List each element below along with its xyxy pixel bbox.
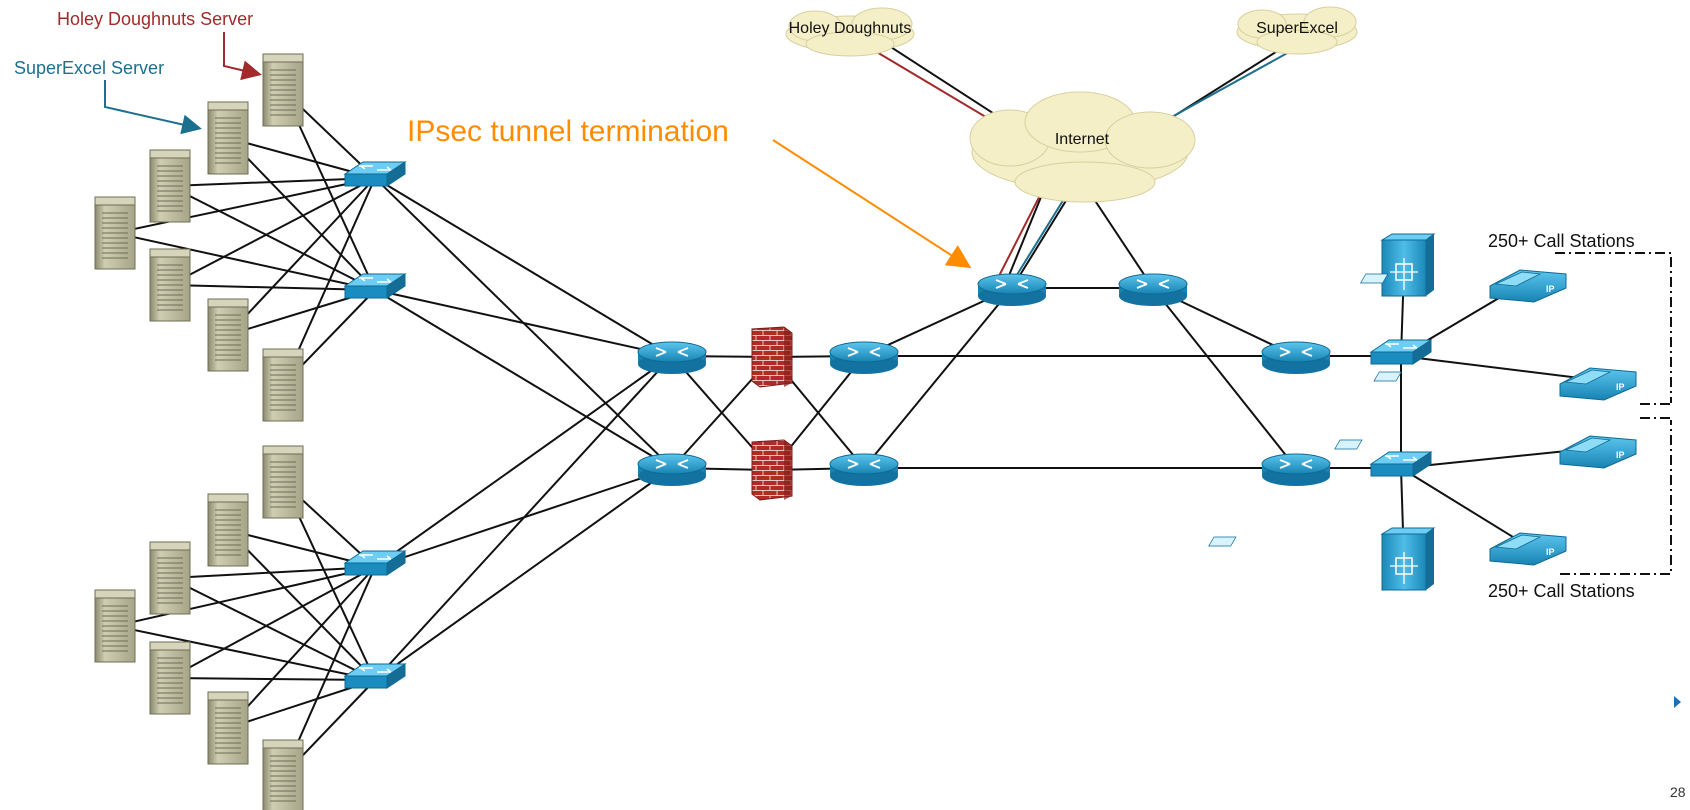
link-line bbox=[169, 177, 376, 187]
link-line bbox=[169, 284, 376, 291]
server-icon bbox=[94, 196, 136, 270]
cloud-icon bbox=[1236, 6, 1358, 55]
switch-icon bbox=[343, 550, 407, 576]
phone-ip-badge: IP bbox=[1546, 547, 1555, 557]
ip-phone-icon: IP bbox=[1208, 532, 1567, 566]
ip-phone-group: IP IP IP IP bbox=[1208, 269, 1637, 566]
router-icon bbox=[1261, 453, 1331, 486]
link-line bbox=[374, 289, 673, 357]
firewall-group bbox=[751, 326, 793, 501]
ipsec-label: IPsec tunnel termination bbox=[407, 115, 729, 148]
cloud-internet-label: Internet bbox=[1055, 131, 1110, 148]
ip-phone-icon: IP bbox=[1359, 269, 1567, 303]
server-group bbox=[94, 53, 304, 810]
server-icon bbox=[262, 348, 304, 422]
router-icon bbox=[637, 453, 707, 486]
link-line bbox=[169, 566, 376, 679]
link-line bbox=[863, 287, 1013, 469]
router-icon bbox=[1261, 341, 1331, 374]
link-line bbox=[114, 232, 376, 291]
link-line bbox=[374, 355, 673, 568]
server-icon bbox=[262, 53, 304, 127]
ip-phone-icon: IP bbox=[1373, 367, 1637, 401]
cloud-icon bbox=[785, 7, 915, 57]
server-icon bbox=[207, 101, 249, 175]
cloud-holey-doughnuts: Holey Doughnuts bbox=[785, 7, 915, 57]
link-line bbox=[169, 677, 376, 681]
link-line bbox=[169, 577, 376, 681]
superexcel-server-arrow bbox=[104, 80, 202, 135]
router-group bbox=[637, 273, 1331, 486]
link-line bbox=[374, 177, 673, 357]
cloud-icon bbox=[969, 91, 1196, 203]
superexcel-server-label: SuperExcel Server bbox=[14, 58, 164, 78]
switch-icon bbox=[343, 663, 407, 689]
link-line bbox=[227, 177, 376, 336]
link-line bbox=[114, 625, 376, 681]
cloud-internet: Internet bbox=[969, 91, 1196, 203]
link-line bbox=[169, 177, 376, 286]
bullet-arrow-icon bbox=[1674, 696, 1681, 708]
link-line bbox=[114, 566, 376, 627]
server-icon bbox=[207, 298, 249, 372]
router-icon bbox=[829, 341, 899, 374]
link-line bbox=[374, 289, 673, 469]
link-line bbox=[227, 566, 376, 729]
switch-icon bbox=[1369, 339, 1433, 365]
call-station-brackets bbox=[1555, 252, 1672, 575]
switch-group bbox=[343, 161, 1433, 689]
server-icon bbox=[262, 445, 304, 519]
superexcel-server-callout: SuperExcel Server bbox=[14, 58, 202, 135]
link-line bbox=[227, 529, 376, 681]
link-line bbox=[114, 177, 376, 234]
link-line bbox=[1400, 355, 1597, 381]
router-icon bbox=[977, 273, 1047, 306]
page-number: 28 bbox=[1670, 784, 1686, 800]
cloud-superexcel-label: SuperExcel bbox=[1256, 20, 1338, 37]
cloud-holey-label: Holey Doughnuts bbox=[789, 20, 912, 37]
server-icon bbox=[207, 493, 249, 567]
server-icon bbox=[149, 149, 191, 223]
holey-server-arrow bbox=[223, 32, 262, 81]
link-line bbox=[169, 185, 376, 291]
link-line bbox=[1400, 467, 1527, 546]
firewall-icon bbox=[751, 439, 793, 501]
call-manager-group bbox=[1380, 233, 1436, 591]
link-line bbox=[227, 137, 376, 291]
server-icon bbox=[149, 248, 191, 322]
phone-ip-badge: IP bbox=[1616, 382, 1625, 392]
ipsec-callout: IPsec tunnel termination bbox=[407, 115, 972, 269]
holey-server-callout: Holey Doughnuts Server bbox=[57, 9, 262, 81]
server-icon bbox=[262, 739, 304, 810]
call-stations-top-label: 250+ Call Stations bbox=[1488, 231, 1635, 251]
call-manager-icon bbox=[1380, 527, 1436, 591]
server-icon bbox=[149, 541, 191, 615]
call-manager-icon bbox=[1380, 233, 1436, 297]
holey-server-label: Holey Doughnuts Server bbox=[57, 9, 253, 29]
server-icon bbox=[149, 641, 191, 715]
ipsec-arrow bbox=[772, 139, 972, 269]
router-icon bbox=[829, 453, 899, 486]
router-icon bbox=[1118, 273, 1188, 306]
network-links bbox=[114, 39, 1597, 777]
cloud-superexcel: SuperExcel bbox=[1236, 6, 1358, 55]
switch-icon bbox=[343, 273, 407, 299]
phone-ip-badge: IP bbox=[1546, 284, 1555, 294]
link-line bbox=[169, 566, 376, 579]
link-line bbox=[1152, 287, 1297, 469]
link-line bbox=[374, 467, 673, 681]
server-icon bbox=[207, 691, 249, 765]
ip-phone-icon: IP bbox=[1334, 435, 1637, 469]
phone-ip-badge: IP bbox=[1616, 450, 1625, 460]
switch-icon bbox=[1369, 451, 1433, 477]
link-line bbox=[374, 355, 673, 681]
firewall-icon bbox=[751, 326, 793, 388]
server-icon bbox=[94, 589, 136, 663]
router-icon bbox=[637, 341, 707, 374]
call-stations-bottom-label: 250+ Call Stations bbox=[1488, 581, 1635, 601]
top-bracket bbox=[1555, 252, 1672, 403]
switch-icon bbox=[343, 161, 407, 187]
